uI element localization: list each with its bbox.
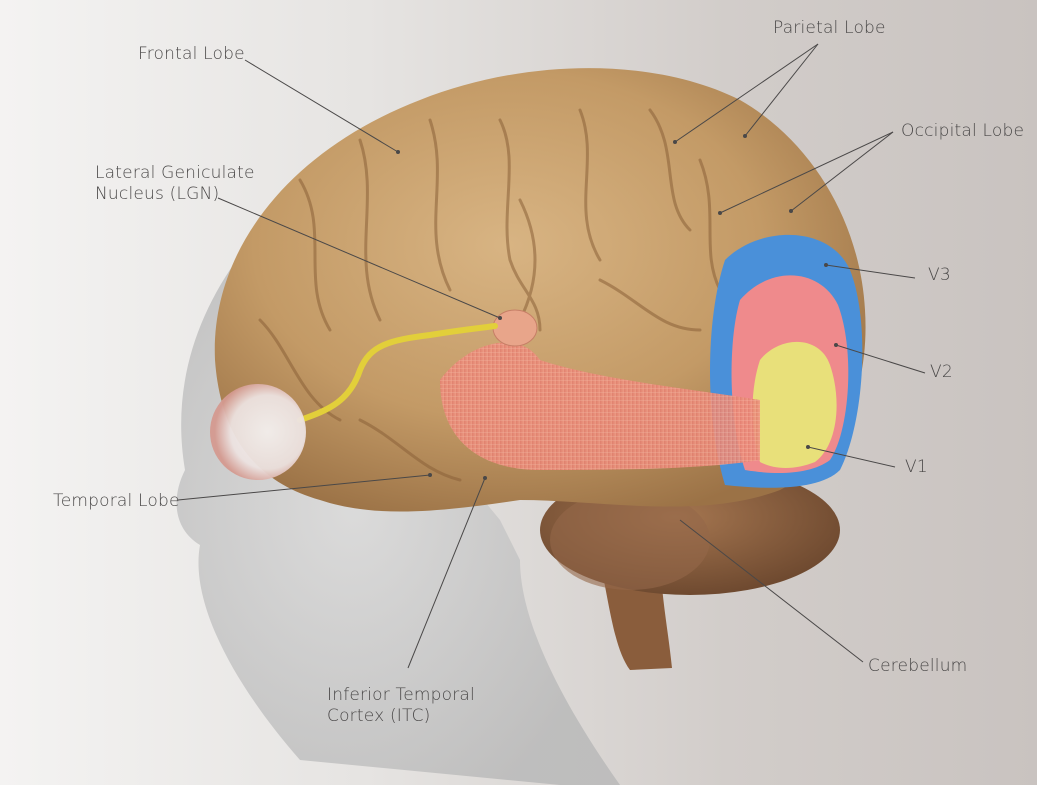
label-v3: V3	[928, 265, 951, 285]
optic-radiation	[440, 342, 760, 470]
label-cerebellum: Cerebellum	[868, 656, 968, 676]
label-itc-line1: Inferior Temporal	[327, 685, 475, 705]
label-v1: V1	[905, 457, 928, 477]
label-frontal-lobe: Frontal Lobe	[138, 44, 245, 64]
leader-dots	[396, 134, 838, 480]
label-itc: Inferior Temporal Cortex (ITC)	[327, 685, 475, 727]
v1-region	[752, 341, 837, 468]
label-occipital-lobe: Occipital Lobe	[901, 121, 1025, 141]
label-lgn-line2: Nucleus (LGN)	[95, 184, 220, 204]
optic-nerve	[297, 323, 498, 423]
label-temporal-lobe: Temporal Lobe	[53, 491, 180, 511]
label-itc-line2: Cortex (ITC)	[327, 706, 431, 726]
leader-lines	[177, 43, 926, 669]
lgn-shape	[492, 309, 538, 347]
label-lgn-line1: Lateral Geniculate	[95, 163, 255, 183]
label-lgn: Lateral Geniculate Nucleus (LGN)	[95, 163, 255, 205]
label-parietal-lobe: Parietal Lobe	[773, 18, 886, 38]
eye	[210, 384, 306, 480]
label-v2: V2	[930, 362, 953, 382]
